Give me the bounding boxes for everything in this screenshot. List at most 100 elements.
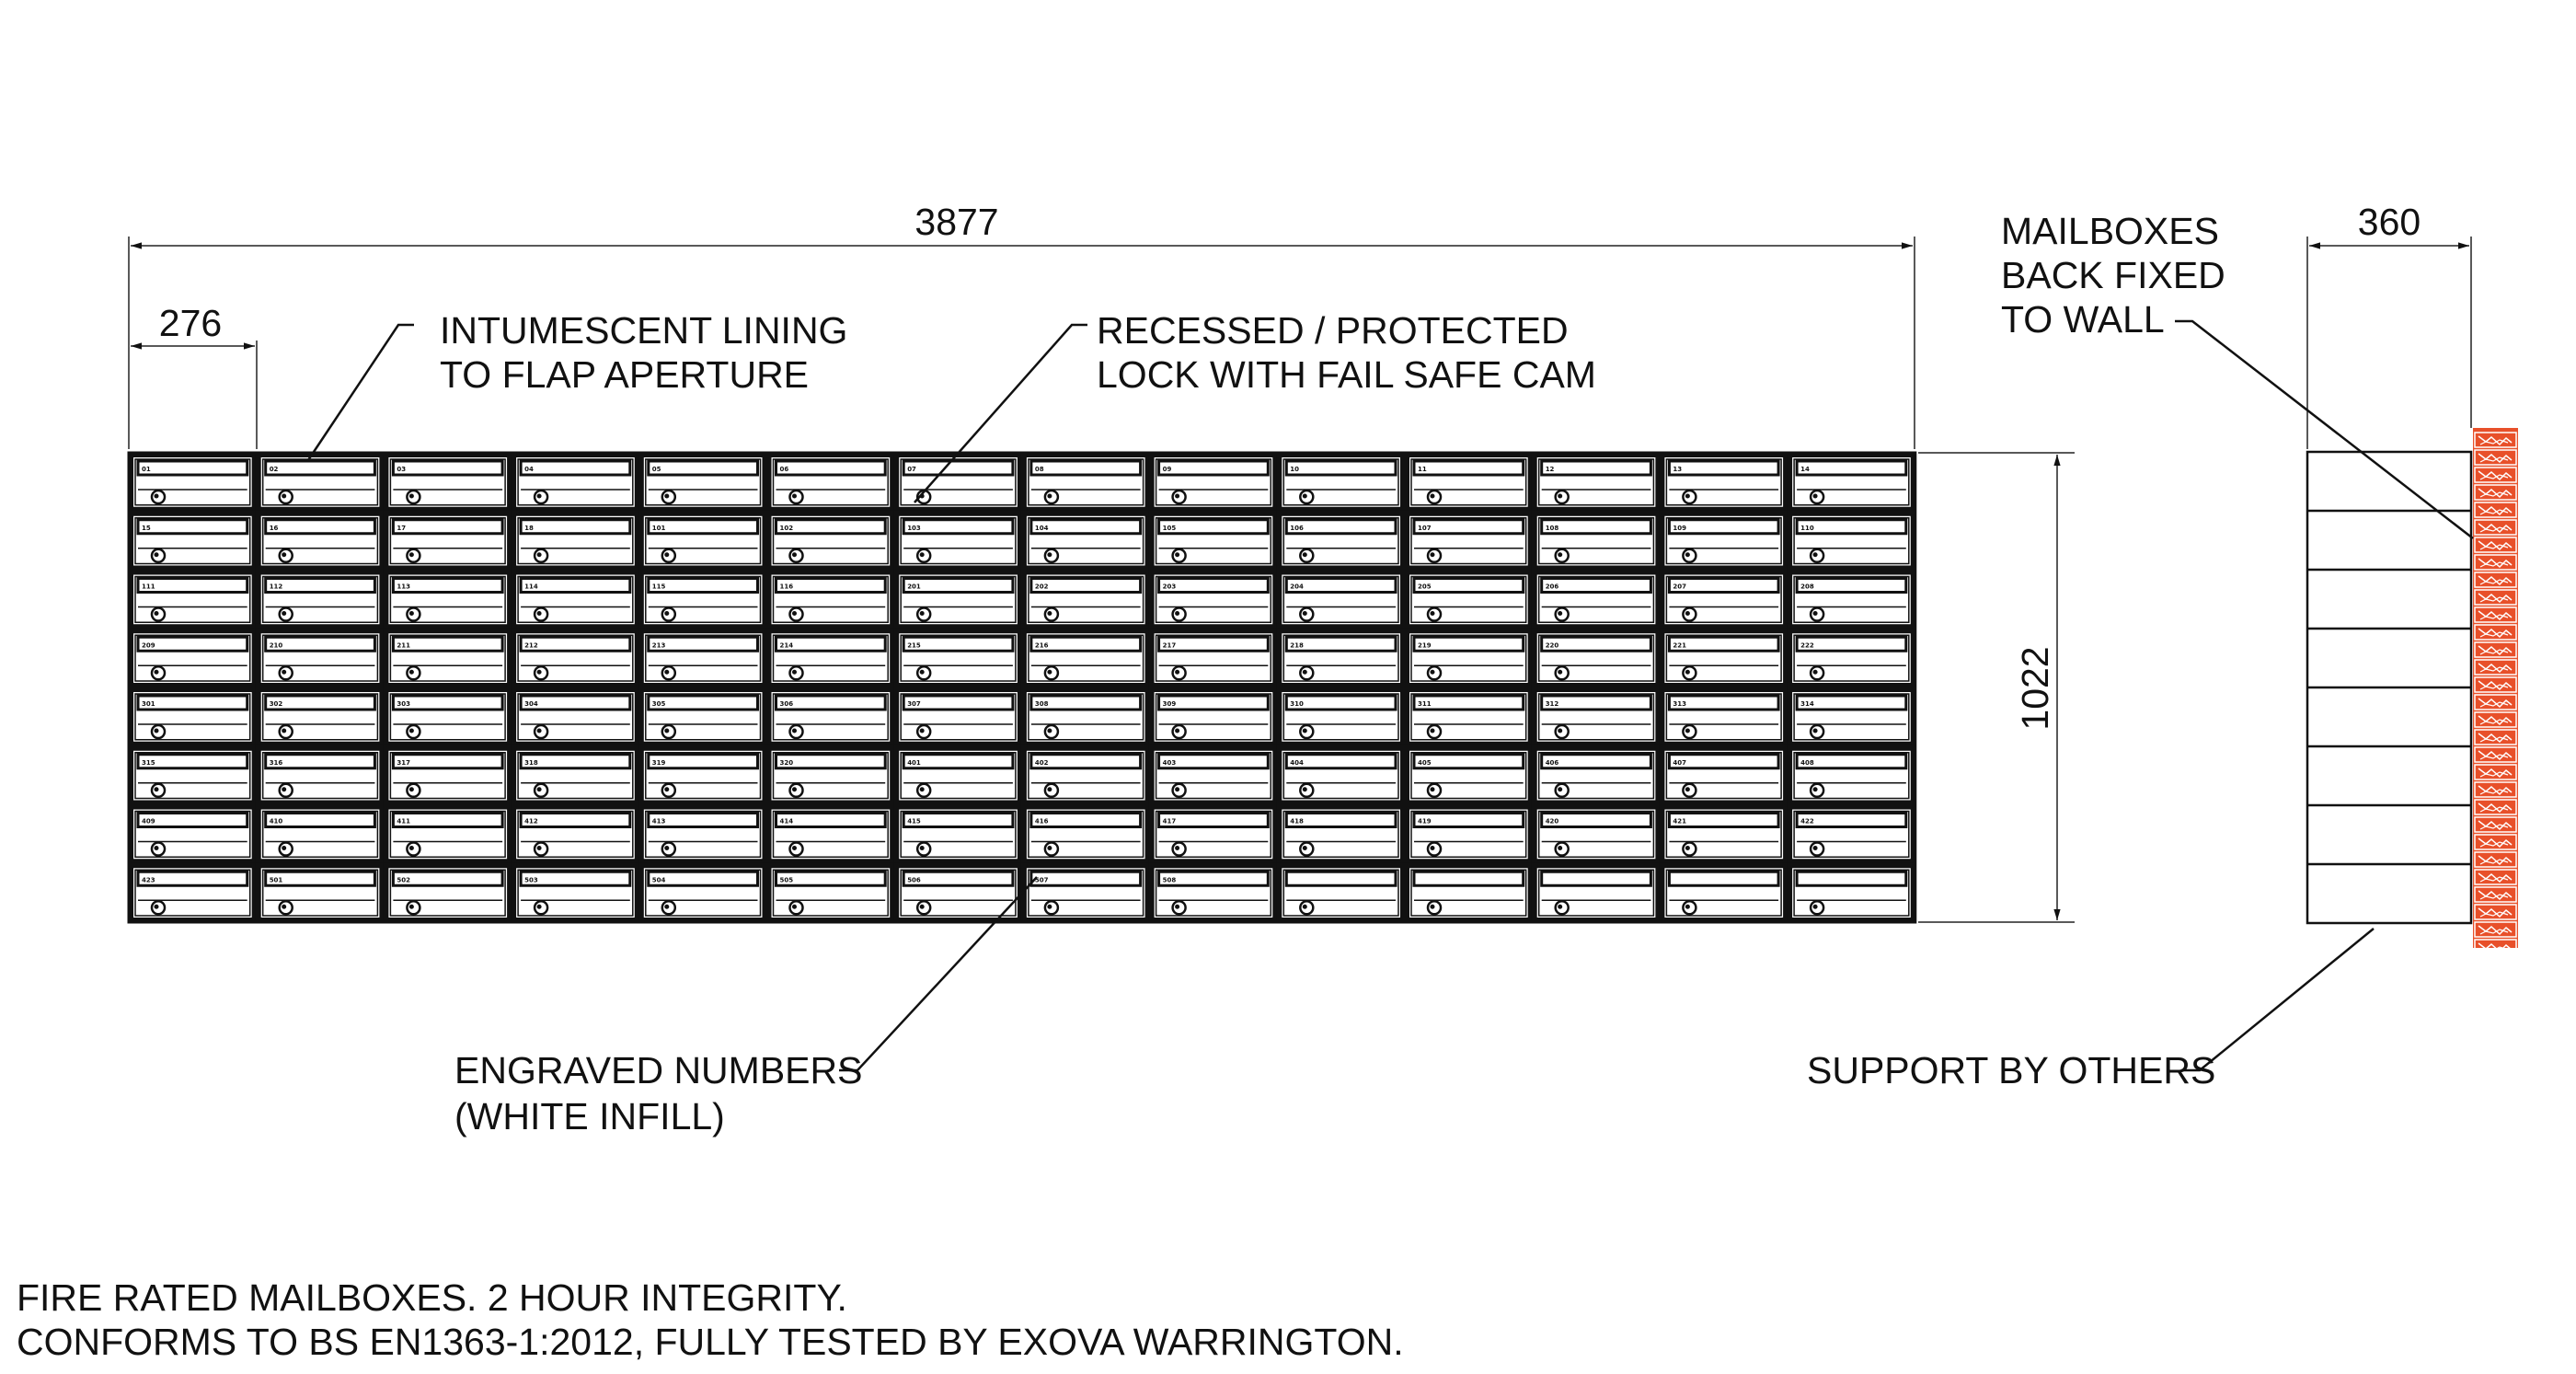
mailbox-door: 309 xyxy=(1148,687,1279,747)
mailbox-number: 06 xyxy=(780,466,789,473)
mailbox-number: 305 xyxy=(652,700,666,708)
lock-icon xyxy=(1426,841,1443,857)
mailbox-door: 403 xyxy=(1148,745,1279,806)
lock-icon xyxy=(915,606,932,622)
flap-aperture xyxy=(1284,812,1397,828)
mailbox-door: 316 xyxy=(255,745,385,806)
mailbox-door: 03 xyxy=(383,452,513,513)
mailbox-number: 311 xyxy=(1418,700,1432,708)
flap-aperture xyxy=(1284,694,1397,711)
lock-icon xyxy=(1043,900,1060,916)
lock-icon xyxy=(278,723,293,740)
mailbox-door: 111 xyxy=(128,569,258,630)
flap-aperture xyxy=(1540,459,1652,477)
lock-icon xyxy=(1809,723,1825,740)
lock-icon xyxy=(1043,841,1060,857)
flap-aperture xyxy=(1412,694,1525,711)
mailbox-number: 217 xyxy=(1163,641,1177,649)
mailbox-number: 114 xyxy=(524,583,538,591)
mailbox-door: 506 xyxy=(893,862,1023,923)
flap-aperture xyxy=(1795,870,1908,887)
mailbox-number: 211 xyxy=(397,641,410,649)
mailbox-number: 104 xyxy=(1035,525,1049,532)
flap-aperture xyxy=(902,870,1015,887)
flap-aperture xyxy=(391,812,504,828)
mailbox-number: 401 xyxy=(907,759,921,767)
callout-support: SUPPORT BY OTHERS xyxy=(1807,1049,2215,1091)
mailbox-number: 503 xyxy=(524,876,538,883)
mailbox-door: 312 xyxy=(1531,687,1662,747)
mailbox-door xyxy=(1276,862,1407,923)
lock-icon xyxy=(406,782,421,798)
lock-icon xyxy=(1554,606,1570,622)
mailbox-number: 210 xyxy=(270,641,283,649)
flap-aperture xyxy=(1540,753,1652,770)
mailbox-number: 207 xyxy=(1673,583,1686,591)
flap-aperture xyxy=(1795,577,1908,594)
lock-icon xyxy=(533,489,549,505)
lock-icon xyxy=(1299,841,1315,857)
lock-icon xyxy=(1426,782,1443,798)
callout-engraved: ENGRAVED NUMBERS (WHITE INFILL) xyxy=(454,1049,862,1137)
flap-aperture xyxy=(1284,870,1397,887)
flap-aperture xyxy=(1029,518,1143,536)
lock-icon xyxy=(1426,900,1443,916)
mailbox-number: 309 xyxy=(1163,700,1177,708)
flap-aperture xyxy=(1157,577,1270,594)
lock-icon xyxy=(533,841,549,857)
mailbox-number: 219 xyxy=(1418,641,1432,649)
mailbox-door: 311 xyxy=(1404,687,1534,747)
mailbox-door: 507 xyxy=(1020,862,1151,923)
mailbox-number: 209 xyxy=(142,641,155,649)
flap-aperture xyxy=(1667,870,1780,887)
mailbox-door: 114 xyxy=(511,569,640,630)
flap-aperture xyxy=(391,518,504,536)
lock-icon xyxy=(1682,548,1697,563)
mailbox-door: 207 xyxy=(1659,569,1789,630)
lock-icon xyxy=(788,606,804,622)
mailbox-number: 205 xyxy=(1418,583,1432,591)
lock-icon xyxy=(661,723,677,740)
mailbox-door: 302 xyxy=(255,687,385,747)
mailbox-number: 404 xyxy=(1290,759,1304,767)
mailbox-door: 102 xyxy=(765,510,896,572)
lock-icon xyxy=(278,665,293,681)
lock-icon xyxy=(1171,900,1187,916)
lock-icon xyxy=(278,900,293,916)
mailbox-number: 410 xyxy=(270,818,283,826)
mailbox-number: 107 xyxy=(1418,525,1432,532)
lock-icon xyxy=(1682,782,1697,798)
depth-value: 360 xyxy=(2358,201,2421,243)
mailbox-number: 204 xyxy=(1290,583,1304,591)
mailbox-number: 202 xyxy=(1035,583,1049,591)
mailbox-number: 206 xyxy=(1546,583,1559,591)
mailbox-door: 317 xyxy=(383,745,513,806)
mailbox-door: 422 xyxy=(1787,803,1916,865)
note-fire-rating: FIRE RATED MAILBOXES. 2 HOUR INTEGRITY. xyxy=(17,1276,847,1319)
flap-aperture xyxy=(1795,459,1908,477)
flap-aperture xyxy=(1029,870,1143,887)
mailbox-door: 217 xyxy=(1148,628,1279,688)
flap-aperture xyxy=(1667,577,1780,594)
mailbox-door: 503 xyxy=(511,862,640,923)
mailbox-number: 420 xyxy=(1546,818,1559,826)
flap-aperture xyxy=(1412,577,1525,594)
flap-aperture xyxy=(1284,753,1397,770)
side-view xyxy=(2306,428,2518,955)
mailbox-number: 04 xyxy=(524,466,534,473)
box-width-dimension: 276 xyxy=(131,302,258,449)
mailbox-door: 101 xyxy=(638,510,768,572)
lock-icon xyxy=(1426,489,1443,505)
flap-aperture xyxy=(902,577,1015,594)
mailbox-door: 116 xyxy=(765,569,896,630)
mailbox-number: 109 xyxy=(1673,525,1686,532)
svg-text:(WHITE INFILL): (WHITE INFILL) xyxy=(454,1095,725,1137)
mailbox-number: 407 xyxy=(1673,759,1686,767)
mailbox-number: 403 xyxy=(1163,759,1177,767)
mailbox-door: 502 xyxy=(383,862,513,923)
mailbox-door: 413 xyxy=(638,803,768,865)
flap-aperture xyxy=(1540,577,1652,594)
flap-aperture xyxy=(391,635,504,652)
mailbox-door: 417 xyxy=(1148,803,1279,865)
flap-aperture xyxy=(1157,753,1270,770)
